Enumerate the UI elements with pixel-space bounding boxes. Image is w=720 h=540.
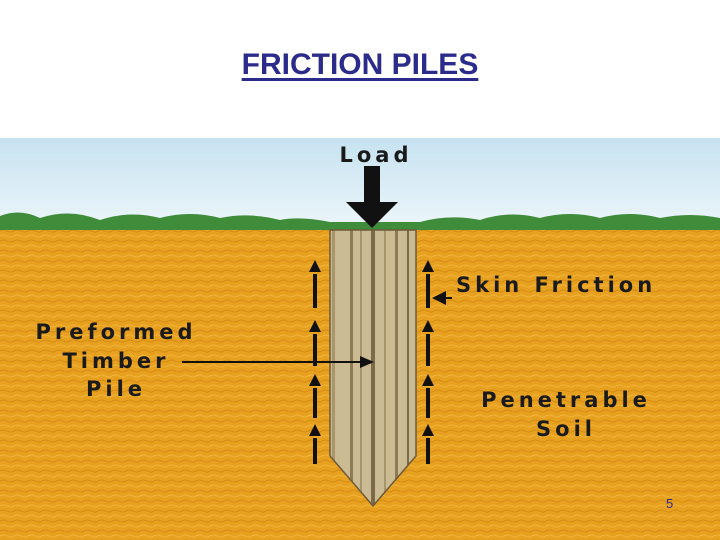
page-number: 5: [666, 496, 674, 511]
skin-friction-pointer: [432, 291, 452, 305]
slide-title: FRICTION PILES: [241, 48, 479, 81]
grass-strip: [0, 212, 720, 232]
pile-label-line-1: Preformed: [35, 320, 196, 344]
friction-pile-diagram: Load Skin Friction Preformed Timber Pile…: [0, 138, 720, 540]
soil-label-line-1: Penetrable: [481, 388, 651, 412]
pile-label-line-2: Timber: [62, 349, 169, 373]
timber-pile: [329, 229, 417, 508]
friction-arrows-right: [422, 260, 434, 464]
pile-label-line-3: Pile: [86, 377, 146, 401]
friction-arrows-left: [309, 260, 321, 464]
pile-pointer: [182, 356, 374, 368]
skin-friction-label: Skin Friction: [456, 273, 656, 297]
load-label: Load: [339, 143, 412, 167]
soil-label-line-2: Soil: [536, 417, 596, 441]
load-arrow: [346, 166, 398, 228]
